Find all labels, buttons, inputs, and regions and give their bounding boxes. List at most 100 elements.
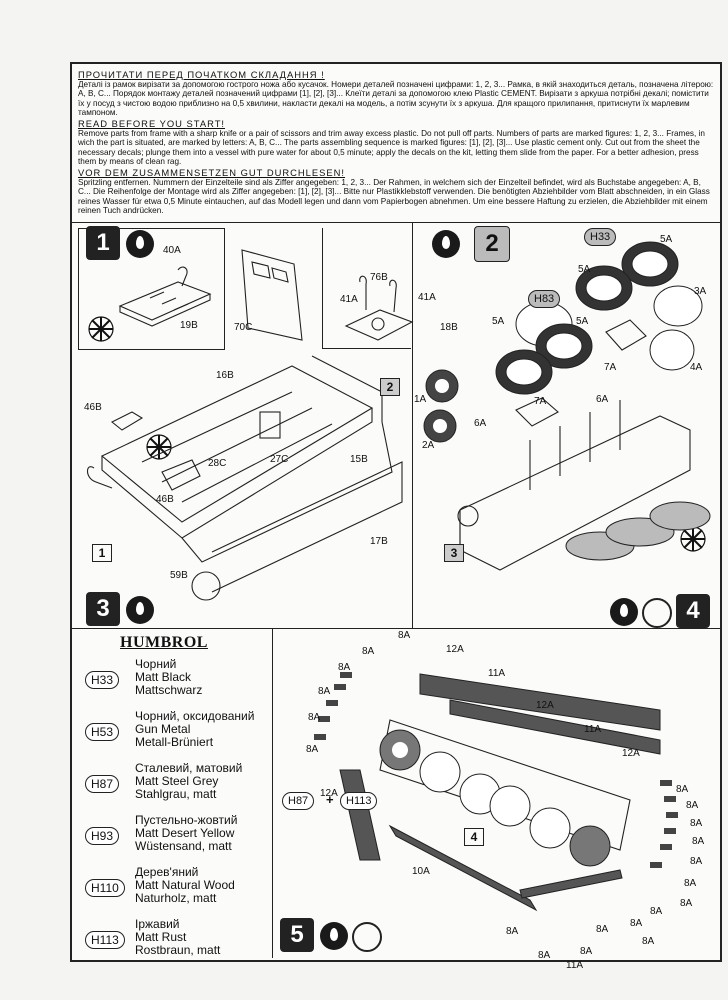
part-label: 8A — [684, 878, 697, 889]
suspension-assembly-drawing — [423, 241, 711, 571]
part-label: 8A — [650, 906, 663, 917]
part-label: 8A — [692, 836, 705, 847]
instruction-sheet — [70, 62, 722, 962]
part-label: 8A — [690, 818, 703, 829]
step-1-badge: 1 — [86, 226, 120, 260]
part-label: 4A — [690, 362, 703, 373]
de-heading: VOR DEM ZUSAMMENSETZEN GUT DURCHLESEN! — [78, 166, 346, 178]
paint-name-de: Naturholz, matt — [135, 891, 217, 905]
substep-4-box: 4 — [464, 828, 484, 846]
part-label: 8A — [308, 712, 321, 723]
part-label: 27C — [270, 454, 289, 465]
paint-brand-title: HUMBROL — [120, 634, 208, 651]
paint-code: H87 — [85, 775, 120, 793]
part-label: 59B — [170, 570, 188, 581]
divider-middle — [70, 628, 720, 629]
part-label: 76B — [370, 272, 388, 283]
part-label: 15B — [350, 454, 368, 465]
part-label: 6A — [596, 394, 609, 405]
part-label: 3A — [694, 286, 707, 297]
engine-cover-drawing — [118, 266, 212, 327]
part-label: 11A — [584, 724, 602, 735]
part-label: 8A — [398, 630, 411, 641]
part-label: 12A — [320, 788, 338, 799]
ua-text: Деталі із рамок вирізати за допомогою го… — [78, 79, 714, 118]
paint-code: H113 — [85, 931, 125, 949]
paint-name-ua: Пустельно-жовтий — [135, 813, 238, 827]
glue-drop-icon — [610, 598, 638, 626]
paint-name-de: Stahlgrau, matt — [135, 787, 217, 801]
part-label: 1A — [414, 394, 427, 405]
part-label: 16B — [216, 370, 234, 381]
part-label: 19B — [180, 320, 198, 331]
ua-heading: ПРОЧИТАТИ ПЕРЕД ПОЧАТКОМ СКЛАДАННЯ ! — [78, 69, 325, 80]
part-label: 5A — [576, 316, 589, 327]
part-label: 8A — [506, 926, 519, 937]
part-label: 46B — [84, 402, 102, 413]
paint-name-en: Matt Black — [135, 670, 192, 684]
part-label: 8A — [362, 646, 375, 657]
part-label: 8A — [306, 744, 319, 755]
glue-drop-icon — [432, 230, 460, 258]
glue-drop-icon — [126, 596, 154, 624]
part-label: 18B — [440, 322, 458, 333]
engine-deck-detail-drawing — [344, 275, 414, 341]
part-label: 2A — [422, 440, 435, 451]
paint-code: H110 — [85, 879, 125, 897]
step-5-badge: 5 — [280, 918, 314, 952]
paint-name-de: Metall-Brüniert — [135, 735, 214, 749]
substep-2-box: 2 — [380, 378, 400, 396]
part-label: 12A — [536, 700, 554, 711]
divider-vertical-upper — [412, 222, 413, 628]
cement-asterisk-icon — [88, 316, 114, 342]
part-label: 46B — [156, 494, 174, 505]
glue-drop-icon — [320, 922, 348, 950]
part-label: 28C — [208, 458, 227, 469]
paint-name-de: Wüstensand, matt — [135, 839, 232, 853]
decal-apply-icon — [352, 922, 382, 952]
paint-code: H33 — [85, 671, 120, 689]
part-label: 70C — [234, 322, 253, 333]
part-label: 5A — [660, 234, 673, 245]
part-label: 8A — [690, 856, 703, 867]
part-label: 17B — [370, 536, 388, 547]
part-label: 7A — [604, 362, 617, 373]
part-label: 5A — [492, 316, 505, 327]
paint-chip-h83: H83 — [528, 290, 561, 308]
part-label: 12A — [446, 644, 464, 655]
part-label: 12A — [622, 748, 640, 759]
paint-chip-h33: H33 — [584, 228, 617, 246]
part-label: 41A — [418, 292, 436, 303]
part-label: 8A — [538, 950, 551, 961]
part-label: 11A — [488, 668, 506, 679]
paint-code: H53 — [85, 723, 120, 741]
part-label: 8A — [318, 686, 331, 697]
mix-paint-h113: H113 — [340, 792, 378, 810]
mix-paint-h87: H87 — [282, 792, 315, 810]
paint-name-ua: Чорний — [135, 657, 177, 671]
step1-inset-frame — [78, 228, 225, 350]
part-label: 8A — [686, 800, 699, 811]
part-label: 8A — [642, 936, 655, 947]
paint-name-en: Matt Desert Yellow — [135, 826, 235, 840]
en-heading: READ BEFORE YOU START! — [78, 117, 226, 129]
part-label: 8A — [338, 662, 351, 673]
paint-name-en: Gun Metal — [135, 722, 191, 736]
part-label: 41A — [340, 294, 358, 305]
substep-1-box: 1 — [92, 544, 112, 562]
part-label: 5A — [578, 264, 591, 275]
cement-asterisk-icon — [146, 434, 172, 460]
en-text: Remove parts from frame with a sharp kni… — [78, 128, 705, 167]
part-label: 11A — [566, 960, 584, 971]
part-label: 7A — [534, 396, 547, 407]
decal-apply-icon — [642, 598, 672, 628]
part-label: 10A — [412, 866, 430, 877]
step-3-badge: 3 — [86, 592, 120, 626]
mix-plus: + — [326, 792, 334, 807]
step-4-badge: 4 — [676, 594, 710, 628]
divider-top — [70, 222, 720, 223]
track-assembly-drawing — [314, 672, 678, 912]
part-label: 8A — [676, 784, 689, 795]
paint-name-ua: Сталевий, матовий — [135, 761, 243, 775]
step2-inset-frame — [322, 228, 411, 349]
